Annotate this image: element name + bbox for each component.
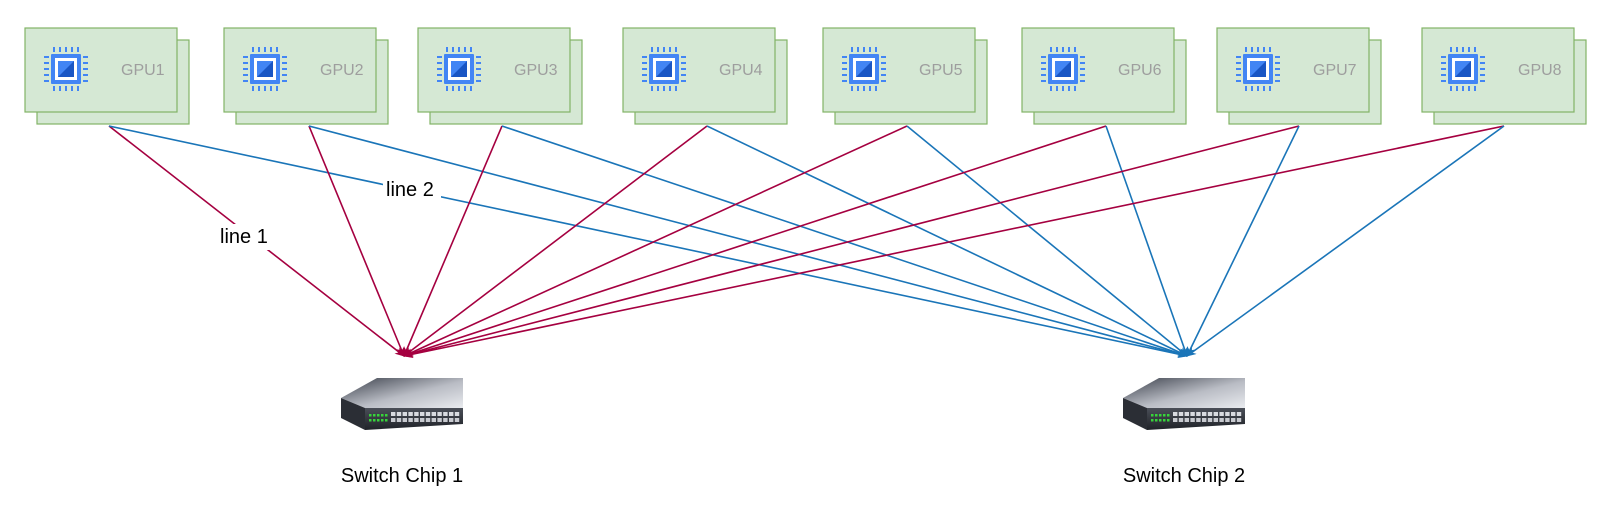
gpu-front-card xyxy=(1021,27,1175,113)
chip-icon xyxy=(243,47,287,91)
gpu-node[interactable]: GPU8 xyxy=(1421,27,1587,125)
link-gpu5-to-switch2 xyxy=(906,125,1188,357)
link-gpu7-to-switch2 xyxy=(1186,125,1300,357)
network-switch-icon xyxy=(341,378,463,430)
gpu-front-card xyxy=(622,27,776,113)
gpu-node[interactable]: GPU5 xyxy=(822,27,988,125)
gpu-front-card xyxy=(223,27,377,113)
link-gpu2-to-switch1 xyxy=(308,125,405,357)
switch-chip-2[interactable]: Switch Chip 2 xyxy=(1123,378,1245,487)
gpu-label: GPU5 xyxy=(919,62,963,79)
link-gpu6-to-switch1 xyxy=(403,125,1107,357)
chip-icon xyxy=(1441,47,1485,91)
gpu-label: GPU7 xyxy=(1313,62,1357,79)
switch-label: Switch Chip 1 xyxy=(341,465,463,487)
switch-label: Switch Chip 2 xyxy=(1123,465,1245,487)
line-2-label: line 2 xyxy=(386,179,434,201)
switch-chip-1[interactable]: Switch Chip 1 xyxy=(341,378,463,487)
gpu-label: GPU2 xyxy=(320,62,364,79)
chip-icon xyxy=(44,47,88,91)
chip-icon xyxy=(1041,47,1085,91)
link-gpu2-to-switch2 xyxy=(308,125,1188,358)
link-gpu5-to-switch1 xyxy=(403,125,908,357)
gpu-label: GPU3 xyxy=(514,62,558,79)
gpu-node[interactable]: GPU2 xyxy=(223,27,389,125)
gpu-node[interactable]: GPU4 xyxy=(622,27,788,125)
link-gpu1-to-switch2 xyxy=(108,125,1188,359)
line-labels: line 2 line 1 xyxy=(218,177,441,250)
gpu-front-card xyxy=(417,27,571,113)
connection-lines xyxy=(108,125,1505,359)
gpu-front-card xyxy=(24,27,178,113)
gpu-front-card xyxy=(1216,27,1370,113)
chip-icon xyxy=(642,47,686,91)
network-switch-icon xyxy=(1123,378,1245,430)
gpu-row: GPU1 GPU2 GPU3 GPU4 GPU5 GPU6 GPU7 GPU8 xyxy=(24,27,1587,125)
gpu-label: GPU8 xyxy=(1518,62,1562,79)
gpu-label: GPU1 xyxy=(121,62,165,79)
gpu-node[interactable]: GPU1 xyxy=(24,27,190,125)
gpu-node[interactable]: GPU3 xyxy=(417,27,583,125)
link-gpu6-to-switch2 xyxy=(1105,125,1188,357)
link-gpu3-to-switch1 xyxy=(403,125,503,357)
link-gpu4-to-switch2 xyxy=(706,125,1188,357)
gpu-front-card xyxy=(1421,27,1575,113)
gpu-label: GPU6 xyxy=(1118,62,1162,79)
gpu-node[interactable]: GPU7 xyxy=(1216,27,1382,125)
gpu-front-card xyxy=(822,27,976,113)
chip-icon xyxy=(437,47,481,91)
switch-row: Switch Chip 1 Switch Chip 2 xyxy=(341,378,1245,487)
chip-icon xyxy=(1236,47,1280,91)
link-gpu8-to-switch1 xyxy=(403,125,1505,359)
link-gpu7-to-switch1 xyxy=(403,125,1300,358)
link-gpu4-to-switch1 xyxy=(403,125,708,357)
link-gpu3-to-switch2 xyxy=(501,125,1188,357)
gpu-label: GPU4 xyxy=(719,62,763,79)
link-gpu8-to-switch2 xyxy=(1186,125,1505,357)
line-1-label: line 1 xyxy=(220,226,268,248)
chip-icon xyxy=(842,47,886,91)
gpu-node[interactable]: GPU6 xyxy=(1021,27,1187,125)
